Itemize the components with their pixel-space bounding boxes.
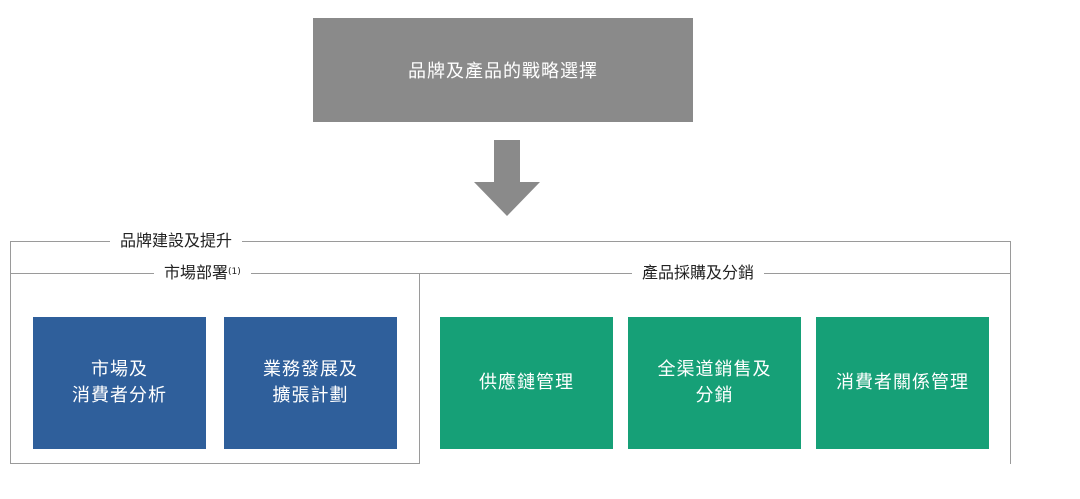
frame-bottom-left-line xyxy=(10,463,420,464)
box-line: 消費者分析 xyxy=(72,385,167,406)
box-line: 市場及 xyxy=(91,359,148,380)
box-line: 消費者關係管理 xyxy=(836,372,969,393)
market-deployment-title: 市場部署 xyxy=(164,263,229,282)
box-line: 全渠道銷售及 xyxy=(657,359,772,380)
down-arrow-icon xyxy=(474,140,540,216)
strategy-header-text: 品牌及產品的戰略選擇 xyxy=(408,61,598,82)
section-divider-line xyxy=(10,273,1010,274)
box-line: 分銷 xyxy=(695,385,734,406)
brand-building-frame xyxy=(10,241,1011,464)
market-analysis-box: 市場及 消費者分析 xyxy=(33,317,206,449)
box-line: 業務發展及 xyxy=(263,359,358,380)
footnote-marker: (1) xyxy=(228,267,241,277)
box-line: 供應鏈管理 xyxy=(479,372,574,393)
strategy-header-box: 品牌及產品的戰略選擇 xyxy=(313,18,693,122)
brand-building-label: 品牌建設及提升 xyxy=(110,231,243,251)
section-vertical-divider xyxy=(419,273,420,463)
business-expansion-box: 業務發展及 擴張計劃 xyxy=(224,317,397,449)
procurement-distribution-label: 產品採購及分銷 xyxy=(632,263,765,283)
omnichannel-sales-box: 全渠道銷售及 分銷 xyxy=(628,317,801,449)
box-line: 擴張計劃 xyxy=(272,385,349,406)
crm-box: 消費者關係管理 xyxy=(816,317,989,449)
supply-chain-box: 供應鏈管理 xyxy=(440,317,613,449)
market-deployment-label: 市場部署(1) xyxy=(154,263,251,283)
